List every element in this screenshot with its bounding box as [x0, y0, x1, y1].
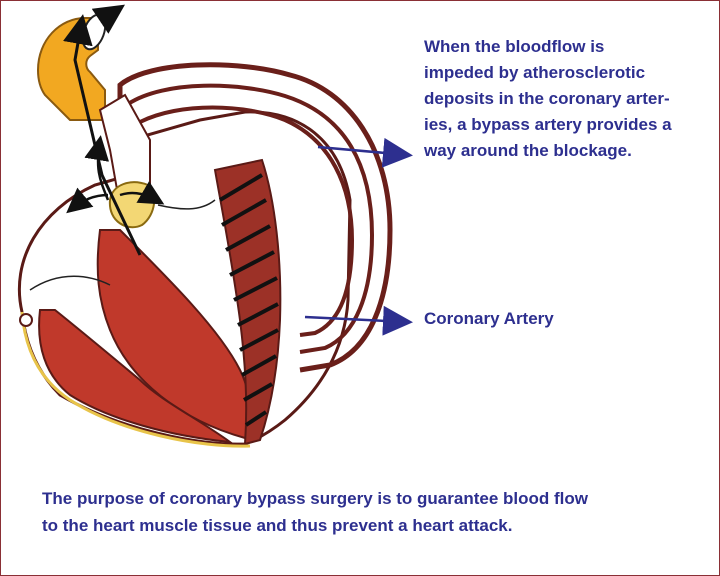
- figure-caption: The purpose of coronary bypass surgery i…: [42, 485, 588, 539]
- bypass-callout-line-1: When the bloodflow is: [424, 34, 716, 60]
- top-flow-arrow: [105, 8, 120, 18]
- coronary-artery-label: Coronary Artery: [424, 306, 554, 332]
- bypass-callout-line-5: way around the blockage.: [424, 138, 716, 164]
- caption-line-1: The purpose of coronary bypass surgery i…: [42, 485, 588, 512]
- bypass-callout-line-2: impeded by atherosclerotic: [424, 60, 716, 86]
- caption-line-2: to the heart muscle tissue and thus prev…: [42, 512, 588, 539]
- vessel-opening: [20, 314, 32, 326]
- bypass-callout-line-4: ies, a bypass artery provides a: [424, 112, 716, 138]
- bypass-callout: When the bloodflow is impeded by atheros…: [424, 34, 716, 164]
- bypass-callout-line-3: deposits in the coronary arter-: [424, 86, 716, 112]
